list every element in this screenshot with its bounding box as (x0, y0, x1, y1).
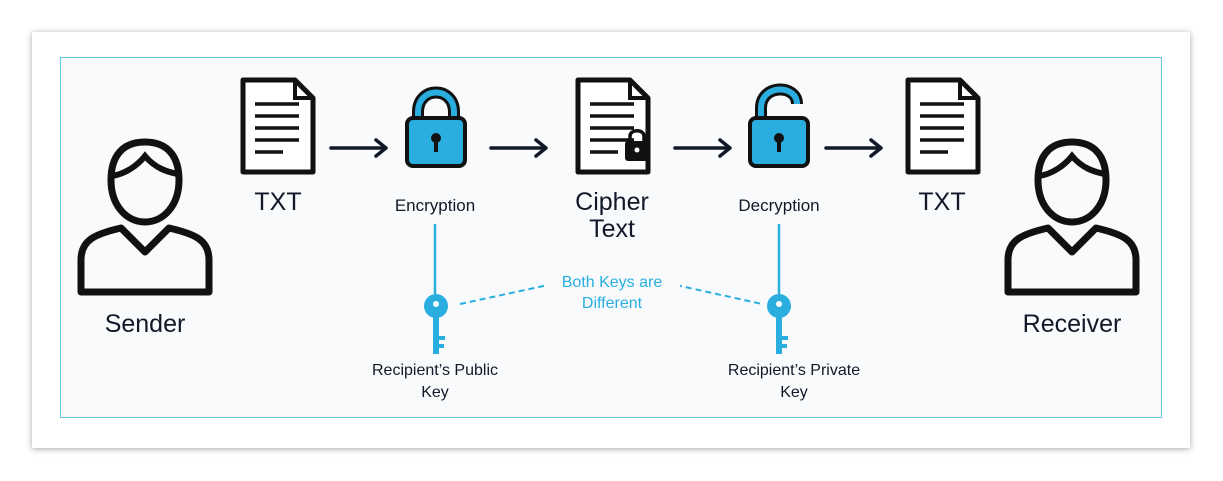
plaintext-document-icon (243, 80, 313, 172)
private-key-line1: Recipient’s Private (727, 362, 861, 379)
cipher-text-line1: Cipher (575, 188, 649, 216)
cipher-text-line2: Text (589, 215, 635, 243)
output-text-label: TXT (918, 188, 966, 216)
key-note-line2: Different (581, 295, 643, 312)
private-key-icon (767, 294, 791, 354)
receiver-person-icon (1008, 142, 1136, 292)
public-key-line1: Recipient’s Public (372, 362, 498, 379)
receiver-label: Receiver (1022, 310, 1122, 338)
ciphertext-document-icon (578, 80, 649, 172)
cipher-text-label: Cipher Text (552, 189, 672, 243)
private-key-line2: Key (780, 384, 808, 401)
key-difference-dashed-line-left (459, 284, 549, 305)
decryption-label: Decryption (738, 196, 820, 215)
arrow-right-icon (329, 138, 883, 158)
padlock-locked-icon (405, 86, 467, 168)
public-key-icon (424, 294, 448, 354)
key-note-line1: Both Keys are (561, 274, 663, 291)
public-key-line2: Key (421, 384, 449, 401)
sender-label: Sender (104, 310, 186, 338)
key-difference-dashed-line-right (675, 284, 763, 305)
output-document-icon (908, 80, 978, 172)
public-key-label: Recipient’s Public Key (345, 360, 525, 404)
sender-person-icon (81, 142, 209, 292)
encryption-label: Encryption (394, 196, 476, 215)
plaintext-label: TXT (254, 188, 302, 216)
private-key-label: Recipient’s Private Key (699, 360, 889, 404)
key-note-label: Both Keys are Different (544, 272, 680, 314)
padlock-unlocked-icon (748, 83, 810, 168)
